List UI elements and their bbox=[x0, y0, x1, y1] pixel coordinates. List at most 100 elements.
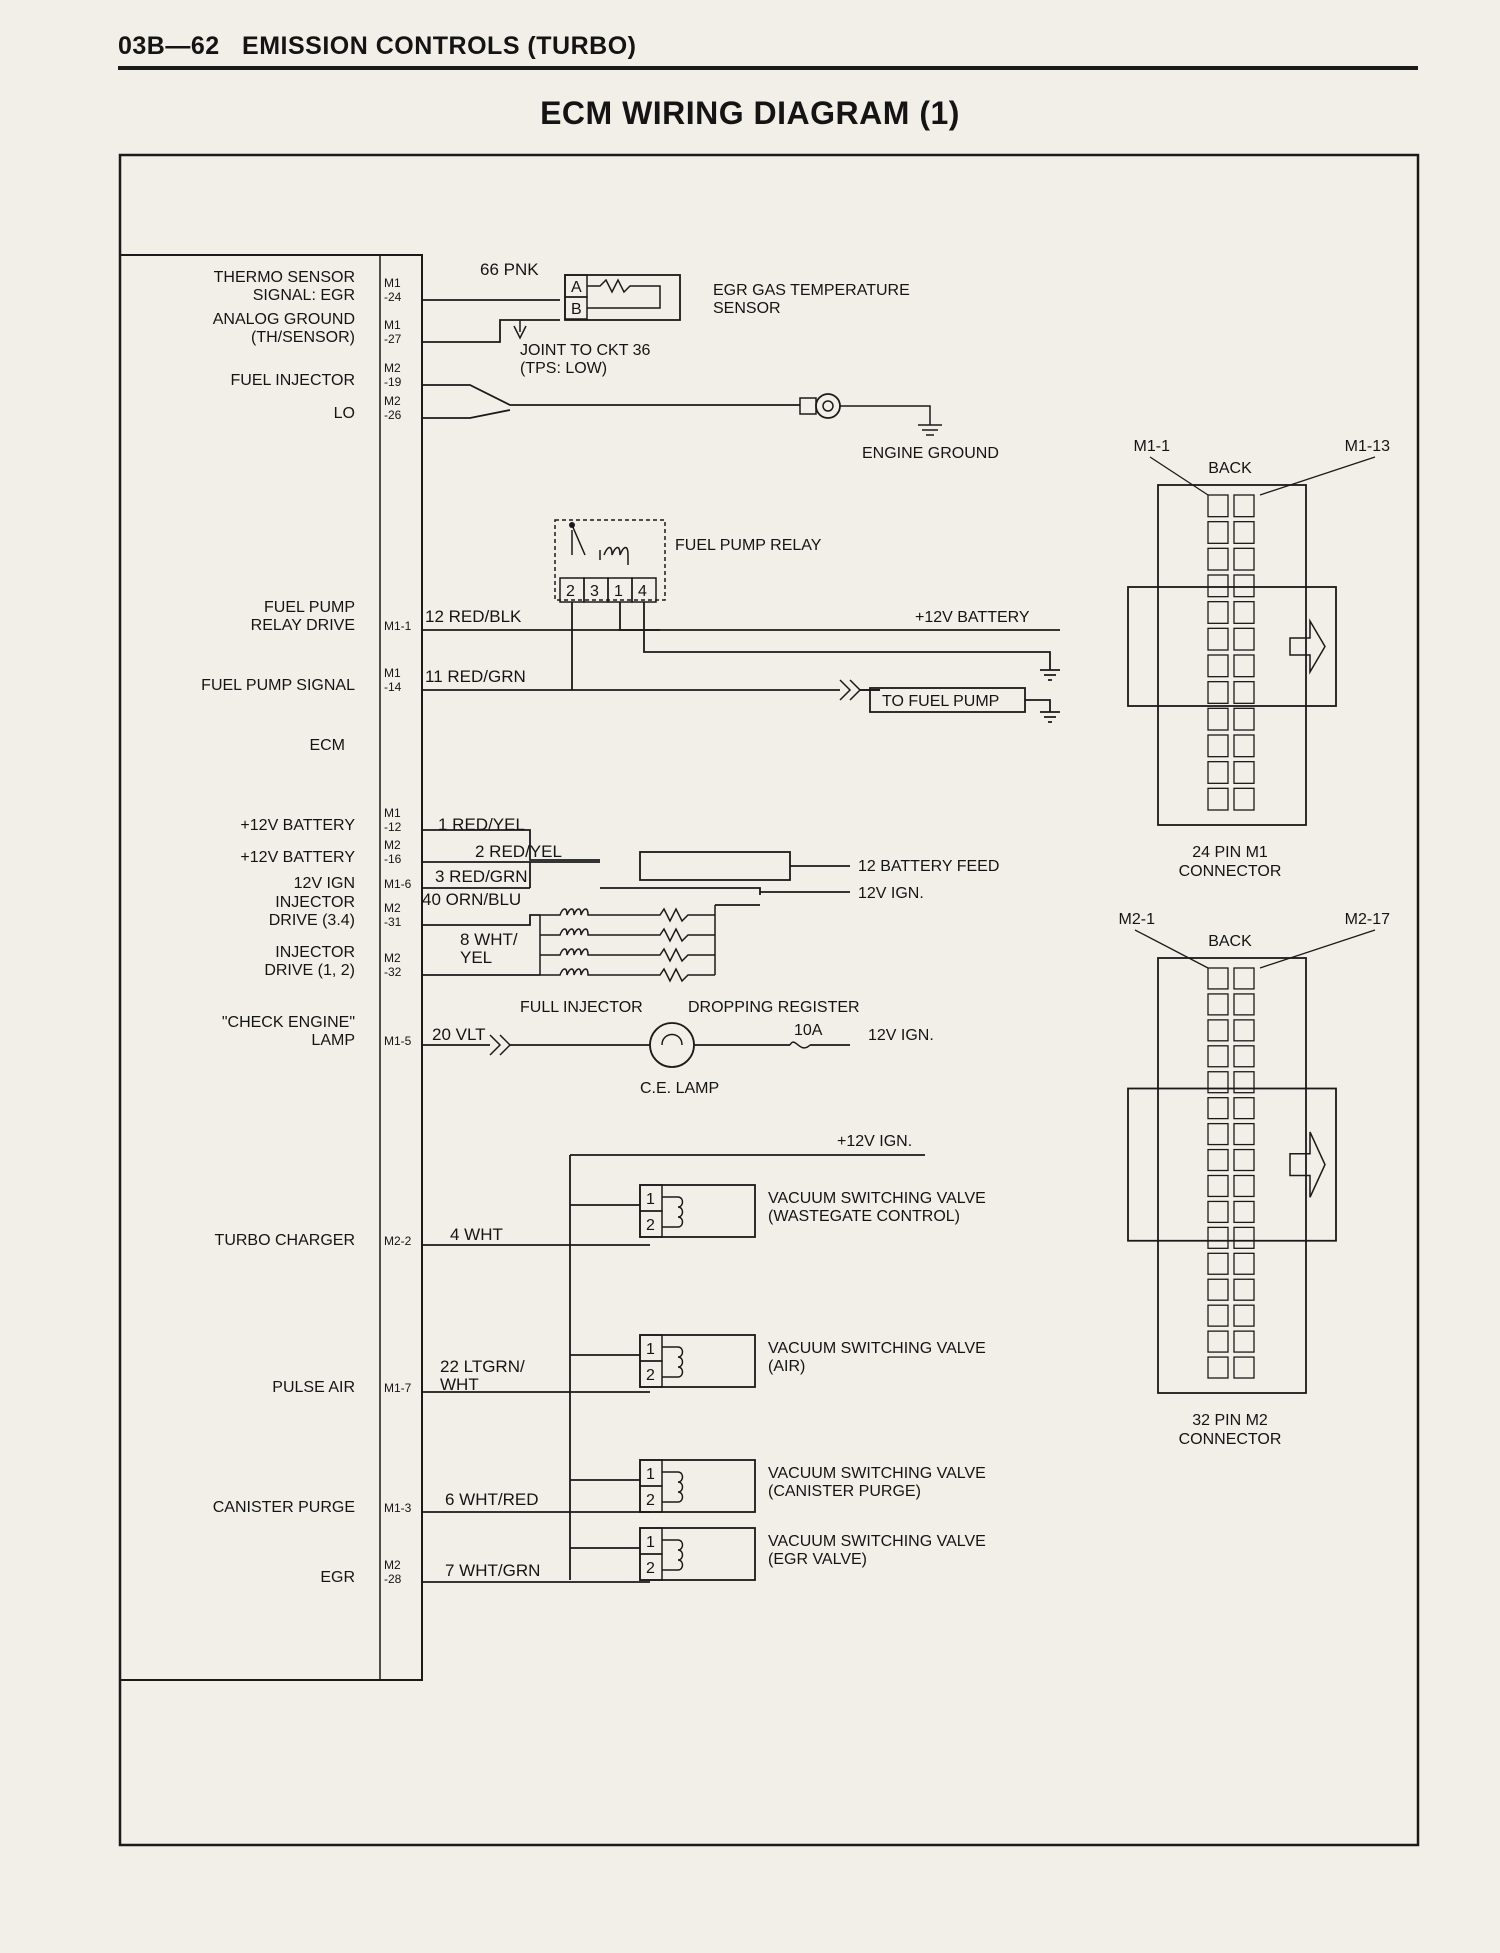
vsv-canister-label-line-1: VACUUM SWITCHING VALVE bbox=[768, 1465, 986, 1482]
ecm-pin-cel-line-1: M1-5 bbox=[384, 1034, 412, 1048]
engine-ground-label: ENGINE GROUND bbox=[862, 445, 999, 462]
relay-coil-icon bbox=[571, 524, 629, 565]
ecm-function-ign-line-1: 12V IGN bbox=[294, 875, 355, 892]
connector-pin-cell bbox=[1207, 521, 1229, 544]
ecm-function-bat1-line-1: +12V BATTERY bbox=[240, 817, 355, 834]
ecm-function-aground-line-1: ANALOG GROUND bbox=[213, 311, 355, 328]
vsv-wastegate-label-line-2: (WASTEGATE CONTROL) bbox=[768, 1208, 960, 1225]
vsv-pin-box-2 bbox=[639, 1485, 663, 1513]
connector-m2-pin-right: M2-17 bbox=[1345, 911, 1390, 928]
wire-label-w22-line-1: 22 LTGRN/ bbox=[440, 1357, 525, 1376]
connector-pin-cell bbox=[1233, 521, 1255, 544]
ecm-pin-inj34-line-2: -31 bbox=[384, 915, 402, 929]
wire-ign-bus bbox=[569, 1154, 925, 1580]
ecm-pin-fpsig-line-1: M1 bbox=[384, 666, 401, 680]
connector-pin-cell bbox=[1207, 654, 1229, 678]
page-section-heading: 03B—62 EMISSION CONTROLS (TURBO) bbox=[118, 32, 636, 61]
ecm-box bbox=[119, 254, 423, 1681]
ecm-pin-aground-line-1: M1 bbox=[384, 318, 401, 332]
ecm-function-cel-line-2: LAMP bbox=[311, 1032, 355, 1049]
connector-pin-cell bbox=[1233, 1252, 1255, 1275]
ecm-label: ECM bbox=[309, 737, 345, 754]
ecm-pin-turbo-line-1: M2-2 bbox=[384, 1234, 412, 1248]
connector-pin-cell bbox=[1207, 1278, 1229, 1301]
sensor-pin-a: A bbox=[571, 279, 582, 296]
connector-pin-cell bbox=[1233, 654, 1255, 678]
thermistor-symbol bbox=[587, 278, 661, 309]
lamp-connector-arrow bbox=[489, 1034, 512, 1056]
connector-pin-cell bbox=[1207, 1148, 1229, 1172]
connector-pin-cell bbox=[1233, 787, 1255, 811]
full-injector-label: FULL INJECTOR bbox=[520, 999, 643, 1016]
wire-label-w8-line-2: YEL bbox=[460, 948, 492, 967]
vsv-pin-box-2 bbox=[639, 1210, 663, 1238]
connector-shell bbox=[1157, 484, 1307, 826]
vsv-coil-icon bbox=[662, 1196, 684, 1228]
connector-m2-back: BACK bbox=[1208, 933, 1252, 950]
connector-m2-pin-left: M2-1 bbox=[1119, 911, 1156, 928]
vsv-air-label-line-2: (AIR) bbox=[768, 1358, 805, 1375]
ecm-function-inj34-line-1: INJECTOR bbox=[275, 894, 355, 911]
wire-label-w40-line-1: 40 ORN/BLU bbox=[422, 890, 521, 909]
wire-label-w12-line-1: 12 RED/BLK bbox=[425, 607, 522, 626]
connector-pin-cell bbox=[1233, 1097, 1255, 1120]
connector-pin-cell bbox=[1233, 1045, 1255, 1068]
ce-lamp-label: C.E. LAMP bbox=[640, 1080, 719, 1097]
connector-pin-cell bbox=[1207, 1226, 1229, 1249]
wires bbox=[422, 299, 1060, 1583]
ecm-function-aground-line-2: (TH/SENSOR) bbox=[251, 329, 355, 346]
wire-label-w8-line-1: 8 WHT/ bbox=[460, 930, 518, 949]
ecm-function-fprd-line-1: FUEL PUMP bbox=[264, 599, 355, 616]
fuse-icon bbox=[789, 1041, 811, 1049]
wire-label-w66-line-1: 66 PNK bbox=[480, 260, 539, 279]
pump-connector-arrow bbox=[839, 679, 862, 701]
connector-pin-cell bbox=[1233, 761, 1255, 784]
connector-pin-cell bbox=[1233, 1148, 1255, 1172]
connector-pin-cell bbox=[1233, 1200, 1255, 1224]
ign-feed-wire bbox=[600, 887, 850, 895]
connector-pin-cell bbox=[1233, 1122, 1255, 1146]
connector-pin-cell bbox=[1207, 494, 1229, 518]
injector-3-icon bbox=[540, 947, 715, 963]
diagram-title: ECM WIRING DIAGRAM (1) bbox=[540, 95, 960, 131]
wire-label-w2-line-1: 2 RED/YEL bbox=[475, 842, 562, 861]
wire-label-w7-line-1: 7 WHT/GRN bbox=[445, 1561, 540, 1580]
connector-pin-cell bbox=[1207, 1045, 1229, 1068]
ground-icon bbox=[840, 405, 942, 436]
relay-body bbox=[554, 519, 666, 601]
ecm-pin-ign-line-1: M1-6 bbox=[384, 877, 412, 891]
ecm-pin-pulse-line-1: M1-7 bbox=[384, 1381, 412, 1395]
ecm-pin-inj34-line-1: M2 bbox=[384, 901, 401, 915]
connector-pin-cell bbox=[1233, 1278, 1255, 1301]
wire-bat1 bbox=[422, 829, 600, 861]
connector-pin-cell bbox=[1233, 993, 1255, 1016]
ecm-pin-egr-line-2: -28 bbox=[384, 1572, 402, 1586]
connector-pin-cell bbox=[1207, 1304, 1229, 1327]
relay-battery-wire bbox=[619, 602, 1060, 631]
ecm-pin-inj12-line-2: -32 bbox=[384, 965, 402, 979]
connector-pin-cell bbox=[1207, 1019, 1229, 1042]
wire-label-w11-line-1: 11 RED/GRN bbox=[425, 667, 526, 686]
connector-leaders bbox=[1149, 456, 1376, 496]
wire-label-w4-line-1: 4 WHT bbox=[450, 1225, 503, 1244]
connector-pin-cell bbox=[1207, 1122, 1229, 1146]
connector-latch-body bbox=[1127, 586, 1337, 707]
connector-pin-cell bbox=[1207, 1200, 1229, 1224]
connector-pin-cell bbox=[1233, 1356, 1255, 1379]
connector-leaders bbox=[1134, 929, 1376, 969]
page-header: 03B—62 EMISSION CONTROLS (TURBO) bbox=[0, 0, 1500, 100]
ecm-function-egr-line-1: EGR bbox=[320, 1569, 355, 1586]
